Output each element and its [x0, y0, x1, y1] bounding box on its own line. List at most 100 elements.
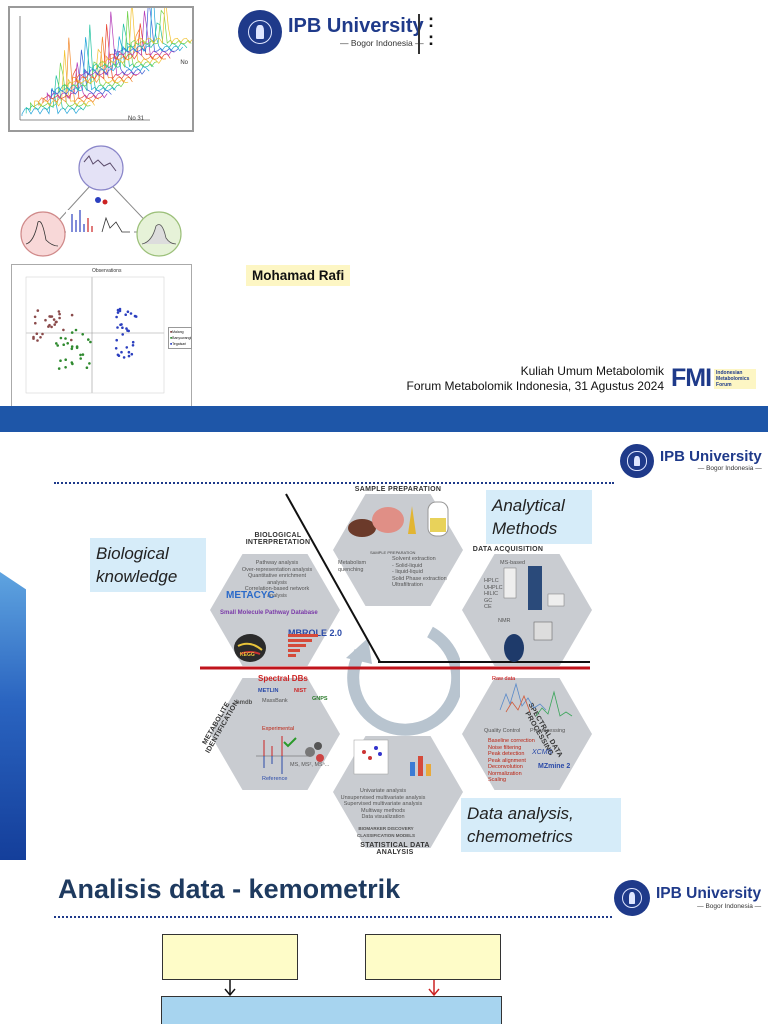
- label-statistical-analysis: STATISTICAL DATA ANALYSIS: [360, 842, 430, 856]
- spectrum-trace: [51, 49, 112, 98]
- presenter-name: Mohamad Rafi: [246, 265, 351, 286]
- pca-point: [88, 362, 91, 365]
- pca-point: [79, 357, 82, 360]
- pca-plot-image: Observations ■Malang ■Banyuwangi ■Tegals…: [11, 264, 192, 408]
- colon-marks: : :: [428, 11, 434, 49]
- ipb-seal-icon: [238, 10, 282, 54]
- tool-metacyc: METACYC: [226, 590, 275, 601]
- pca-legend: ■Malang ■Banyuwangi ■Tegalsari: [168, 327, 192, 349]
- pca-point: [79, 353, 82, 357]
- dotted-rule: [54, 482, 614, 484]
- pca-point: [62, 343, 65, 346]
- instrument-graphic: [503, 566, 565, 662]
- pca-point: [133, 314, 137, 318]
- pca-point: [57, 310, 61, 313]
- pca-point: [62, 328, 65, 332]
- spectrum-trace: [30, 62, 91, 111]
- event-detail: Forum Metabolomik Indonesia, 31 Agustus …: [406, 379, 664, 393]
- ipb-logo-sub: — Bogor Indonesia —: [339, 38, 424, 49]
- pca-point: [70, 313, 74, 317]
- sample-prep-inner-title: SAMPLE PREPARATION: [370, 550, 416, 555]
- pca-point: [53, 323, 56, 326]
- pca-point: [41, 332, 44, 336]
- pca-point: [74, 328, 78, 332]
- pca-point: [58, 316, 61, 320]
- spectrum-trace: [105, 28, 167, 64]
- blue-band: [0, 406, 768, 432]
- hex-biological-interpretation: [210, 554, 340, 666]
- legend-banyuwangi: ■Banyuwangi: [170, 336, 192, 340]
- sample-prep-graphic: [348, 501, 449, 537]
- pca-point: [122, 356, 126, 359]
- event-info: Kuliah Umum Metabolomik Forum Metabolomi…: [407, 364, 664, 394]
- id-adducts: MS, MS², MSⁿ...: [290, 762, 330, 768]
- pca-point: [70, 331, 74, 334]
- divider-lines: [200, 493, 590, 670]
- spectrum-trace: [126, 22, 188, 51]
- pca-point: [121, 333, 124, 336]
- pca-point: [59, 359, 62, 362]
- pca-point: [118, 309, 122, 313]
- spectrum-trace: [72, 36, 133, 85]
- pca-point: [127, 350, 131, 354]
- processing-raw: Raw data: [492, 676, 516, 682]
- pca-point: [70, 345, 74, 348]
- sample-prep-extraction: Solvent extraction - Solid-liquid - liqu…: [392, 556, 447, 588]
- flow-box-left: [162, 934, 298, 980]
- pca-point: [117, 354, 121, 357]
- callout-data-analysis: Data analysis, chemometrics: [461, 798, 621, 852]
- ipb-logo-name: IPB University: [660, 448, 762, 466]
- pca-point: [120, 350, 123, 354]
- spectrum-trace: [135, 0, 196, 46]
- pca-point: [34, 321, 37, 325]
- legend-tegalsari: ■Tegalsari: [170, 342, 187, 346]
- pca-point: [39, 336, 42, 339]
- hex-data-acquisition: [462, 554, 592, 666]
- spectrum-trace: [84, 48, 146, 77]
- pca-point: [127, 354, 131, 358]
- pca-point: [70, 338, 73, 342]
- ipb-logo-sub: — Bogor Indonesia —: [697, 465, 762, 473]
- tool-mzmine: MZmine 2: [538, 763, 571, 770]
- db-hmdb: hmdb: [236, 700, 253, 706]
- pca-point: [116, 326, 119, 329]
- pca-point: [131, 344, 135, 347]
- pca-point: [33, 315, 37, 319]
- ipb-logo-3: IPB University — Bogor Indonesia —: [614, 880, 761, 916]
- pca-point: [36, 309, 40, 312]
- header-divider: [418, 14, 420, 54]
- fmi-abbr: FMI: [671, 364, 712, 392]
- spectra-image: No No 31: [8, 0, 196, 132]
- pca-point: [89, 340, 92, 344]
- statistical-lines: Univariate analysis Unsupervised multiva…: [340, 788, 426, 820]
- label-sample-preparation: SAMPLE PREPARATION: [354, 486, 442, 493]
- pca-point: [129, 312, 133, 315]
- processing-preprocessing: Preprocessing: [530, 728, 566, 734]
- pca-point: [85, 366, 89, 369]
- spectrum-trace: [21, 87, 83, 116]
- ipb-logo-2: IPB University — Bogor Indonesia —: [620, 444, 762, 478]
- spectrum-trace: [80, 11, 142, 80]
- pca-point: [114, 347, 118, 350]
- title-slide: No No 31 Observations: [0, 0, 768, 432]
- blue-wave-decoration: [0, 572, 26, 860]
- pca-point: [70, 347, 74, 351]
- statistical-models: BIOMARKER DISCOVERY CLASSIFICATION MODEL…: [357, 826, 415, 838]
- pca-point: [115, 338, 118, 342]
- spectrum-trace: [118, 0, 179, 57]
- spectrum-trace: [34, 50, 95, 109]
- spectrum-trace: [59, 24, 120, 93]
- spectrum-trace: [55, 37, 116, 96]
- pca-point: [64, 337, 67, 340]
- pca-point: [36, 339, 39, 342]
- pca-point: [44, 318, 47, 322]
- hex-spectral-processing: [462, 678, 592, 790]
- flow-box-bottom: [161, 996, 502, 1024]
- spectra-label-top: No: [180, 60, 188, 66]
- dotted-rule-3: [54, 916, 612, 918]
- pca-point: [125, 327, 128, 330]
- spectrum-trace: [93, 23, 154, 72]
- tool-mbrole: MBROLE 2.0: [288, 628, 343, 638]
- kegg-map-graphic: [234, 634, 318, 662]
- tool-xcms: XCMS: [532, 749, 553, 756]
